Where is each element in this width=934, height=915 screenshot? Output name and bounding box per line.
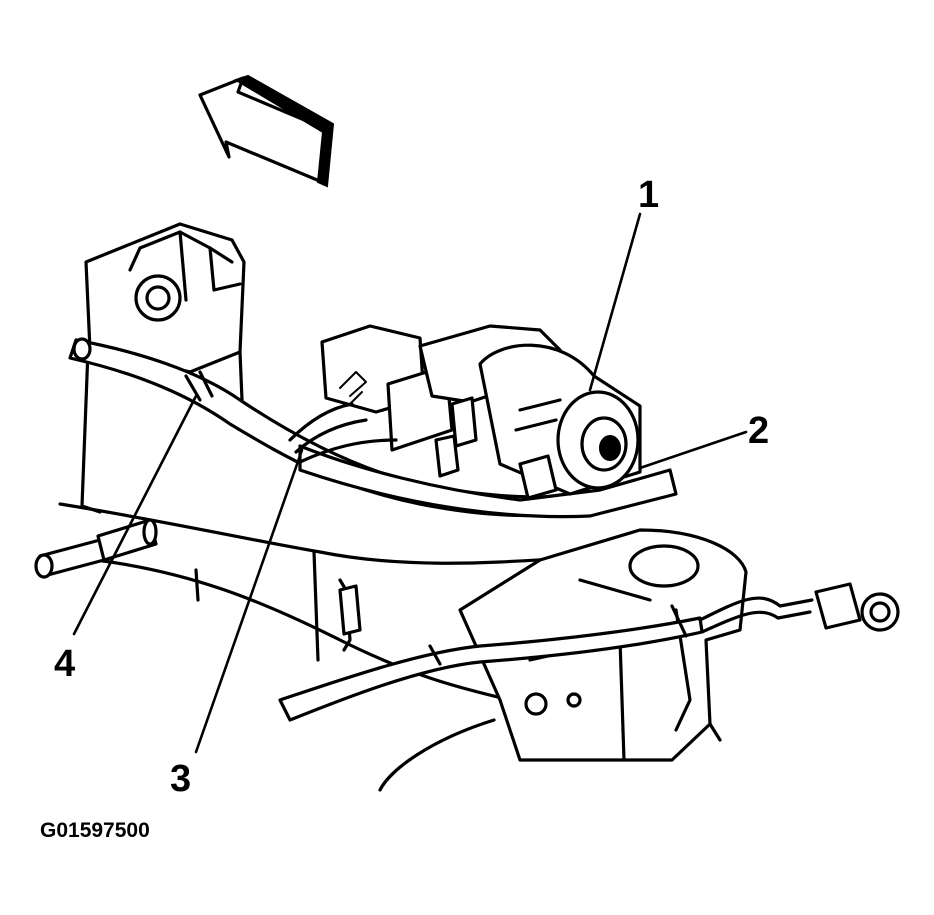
wiring-harness [68,337,814,722]
harness-connector [814,582,900,632]
callout-2: 2 [748,410,770,452]
frame-bracket [80,222,246,514]
leader-line-4 [72,394,198,636]
callout-1: 1 [638,174,660,216]
motor-icon [288,324,678,519]
figure-id: G01597500 [40,819,150,842]
bolt [34,518,158,579]
leader-line-1 [588,212,642,392]
arrow-forward-icon [198,74,335,188]
callout-4: 4 [54,643,76,685]
leader-line-3 [194,448,304,754]
leader-line-2 [638,430,748,470]
callout-3: 3 [170,758,192,800]
